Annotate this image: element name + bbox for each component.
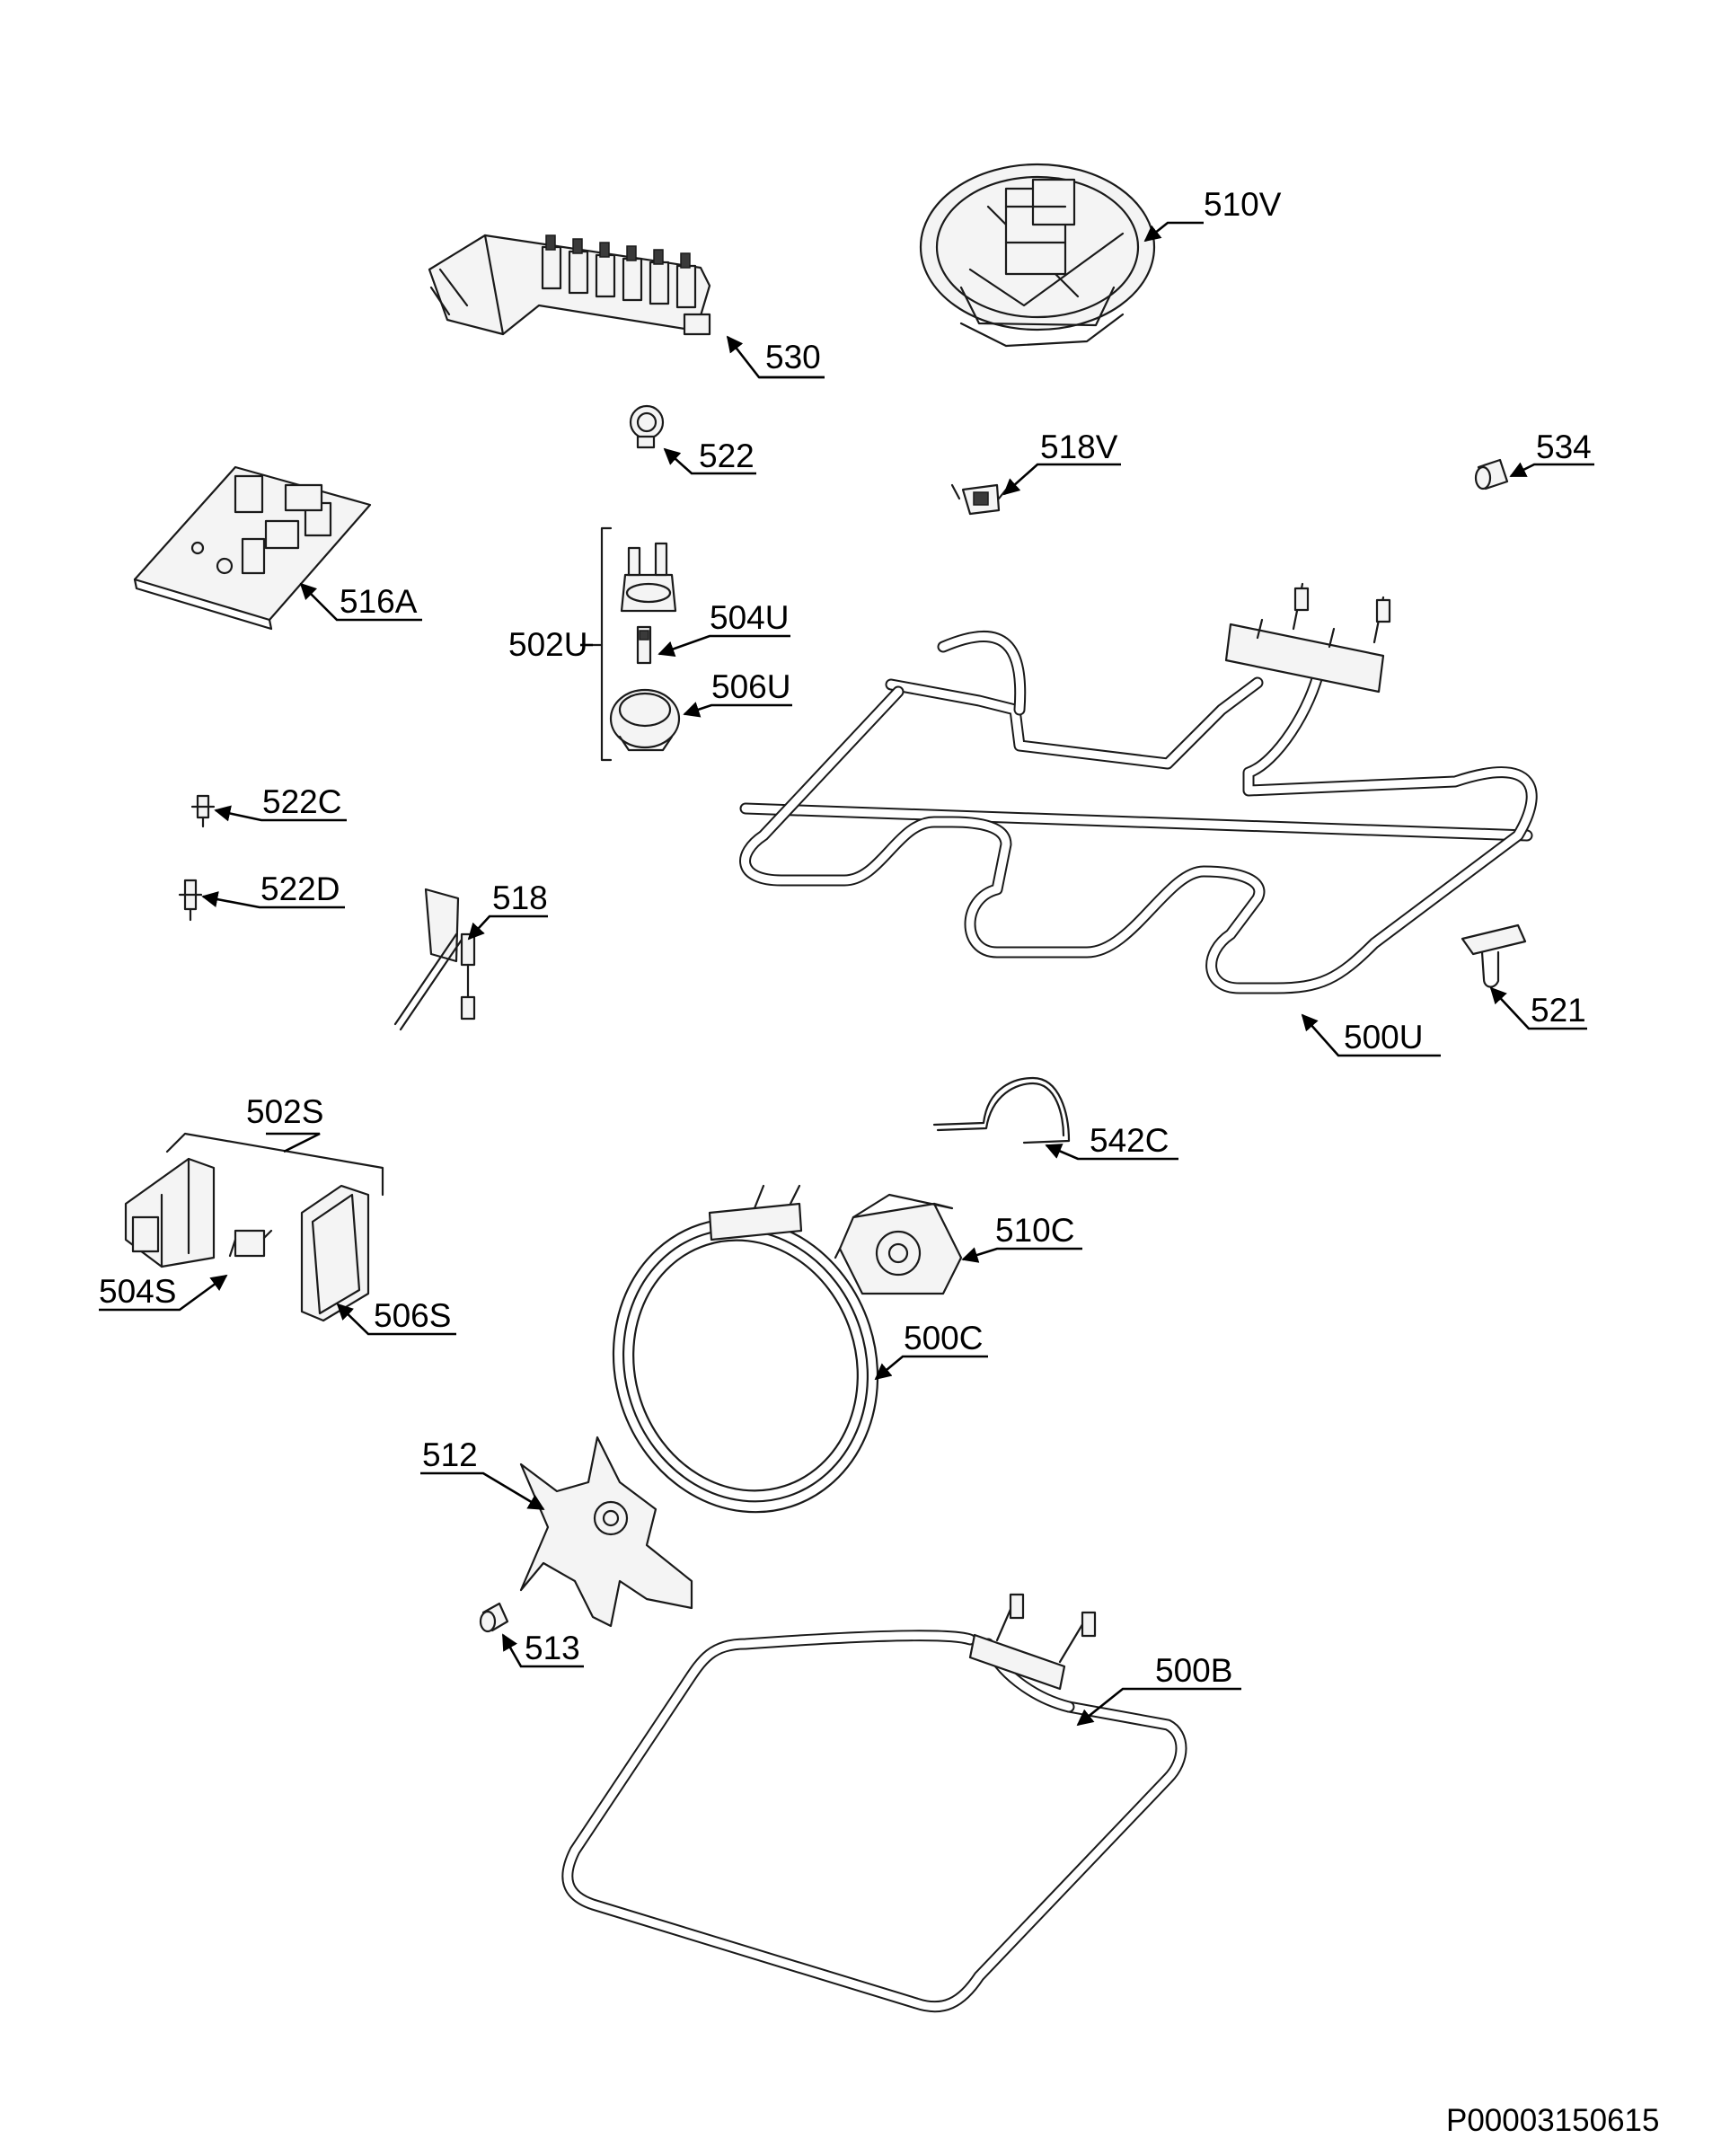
label-522[interactable]: 522 [699,437,755,474]
terminal-block-part-530 [428,234,711,336]
label-506U[interactable]: 506U [711,668,790,705]
label-522D[interactable]: 522D [260,870,340,907]
label-504S[interactable]: 504S [99,1273,176,1310]
leader-lines [99,221,1594,1727]
sensor-probe-part-518 [393,888,476,1031]
label-513[interactable]: 513 [525,1630,580,1666]
cover-part-506S [300,1184,370,1322]
switch-assembly-part-502U [591,526,681,762]
label-506S[interactable]: 506S [374,1297,451,1334]
pin-part-522D [178,879,203,922]
drawing-code: P00003150615 [1446,2103,1659,2138]
fan-blade-part-512 [519,1436,693,1628]
label-516A[interactable]: 516A [340,583,418,620]
thermostat-part-518V [950,483,1008,516]
label-500U[interactable]: 500U [1344,1019,1423,1056]
label-518[interactable]: 518 [492,879,548,916]
label-502S[interactable]: 502S [246,1093,323,1130]
nut-part-513 [479,1602,509,1633]
switch-housing-part-504S [124,1157,273,1268]
label-521[interactable]: 521 [1531,992,1586,1029]
label-504U[interactable]: 504U [710,599,789,636]
label-518V[interactable]: 518V [1040,429,1118,465]
bottom-element-part-500B [561,1593,1187,2013]
label-500C[interactable]: 500C [904,1320,983,1356]
part-labels: 530 510V 522 518V 534 516A 502U 504U 506… [99,186,1592,1689]
label-502U[interactable]: 502U [508,626,587,663]
label-530[interactable]: 530 [765,339,821,376]
ring-element-part-500C [612,1184,879,1514]
lamp-cap-part-534 [1474,458,1509,490]
label-534[interactable]: 534 [1536,429,1592,465]
fan-motor-part-510C [834,1193,963,1295]
label-500B[interactable]: 500B [1155,1652,1232,1689]
fan-motor-part-510V [919,163,1156,348]
circuit-board-part-516A [133,465,372,631]
label-522C[interactable]: 522C [262,783,341,820]
label-510C[interactable]: 510C [995,1212,1074,1249]
label-512[interactable]: 512 [422,1436,478,1473]
grill-element-part-500U [739,582,1538,994]
label-510V[interactable]: 510V [1204,186,1282,223]
clip-part-522 [629,404,665,449]
bracket-clip-part-521 [1461,923,1527,988]
wire-clip-part-542C [932,1076,1071,1144]
pin-part-522C [190,794,216,828]
label-542C[interactable]: 542C [1090,1122,1169,1159]
